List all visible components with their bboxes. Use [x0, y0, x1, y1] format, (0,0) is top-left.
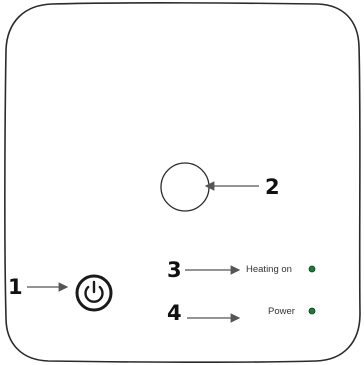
- power-label: Power: [268, 306, 295, 317]
- power-led-icon: [308, 307, 316, 315]
- heating-on-led-icon: [308, 265, 316, 273]
- callout-4: 4: [167, 301, 182, 325]
- callout-3: 3: [167, 258, 182, 282]
- callout-1: 1: [8, 275, 23, 299]
- callout-2: 2: [265, 175, 280, 199]
- device-outline: [4, 2, 361, 363]
- power-symbol-icon: [84, 285, 104, 303]
- heating-on-label: Heating on: [246, 264, 292, 275]
- power-button[interactable]: [75, 274, 113, 312]
